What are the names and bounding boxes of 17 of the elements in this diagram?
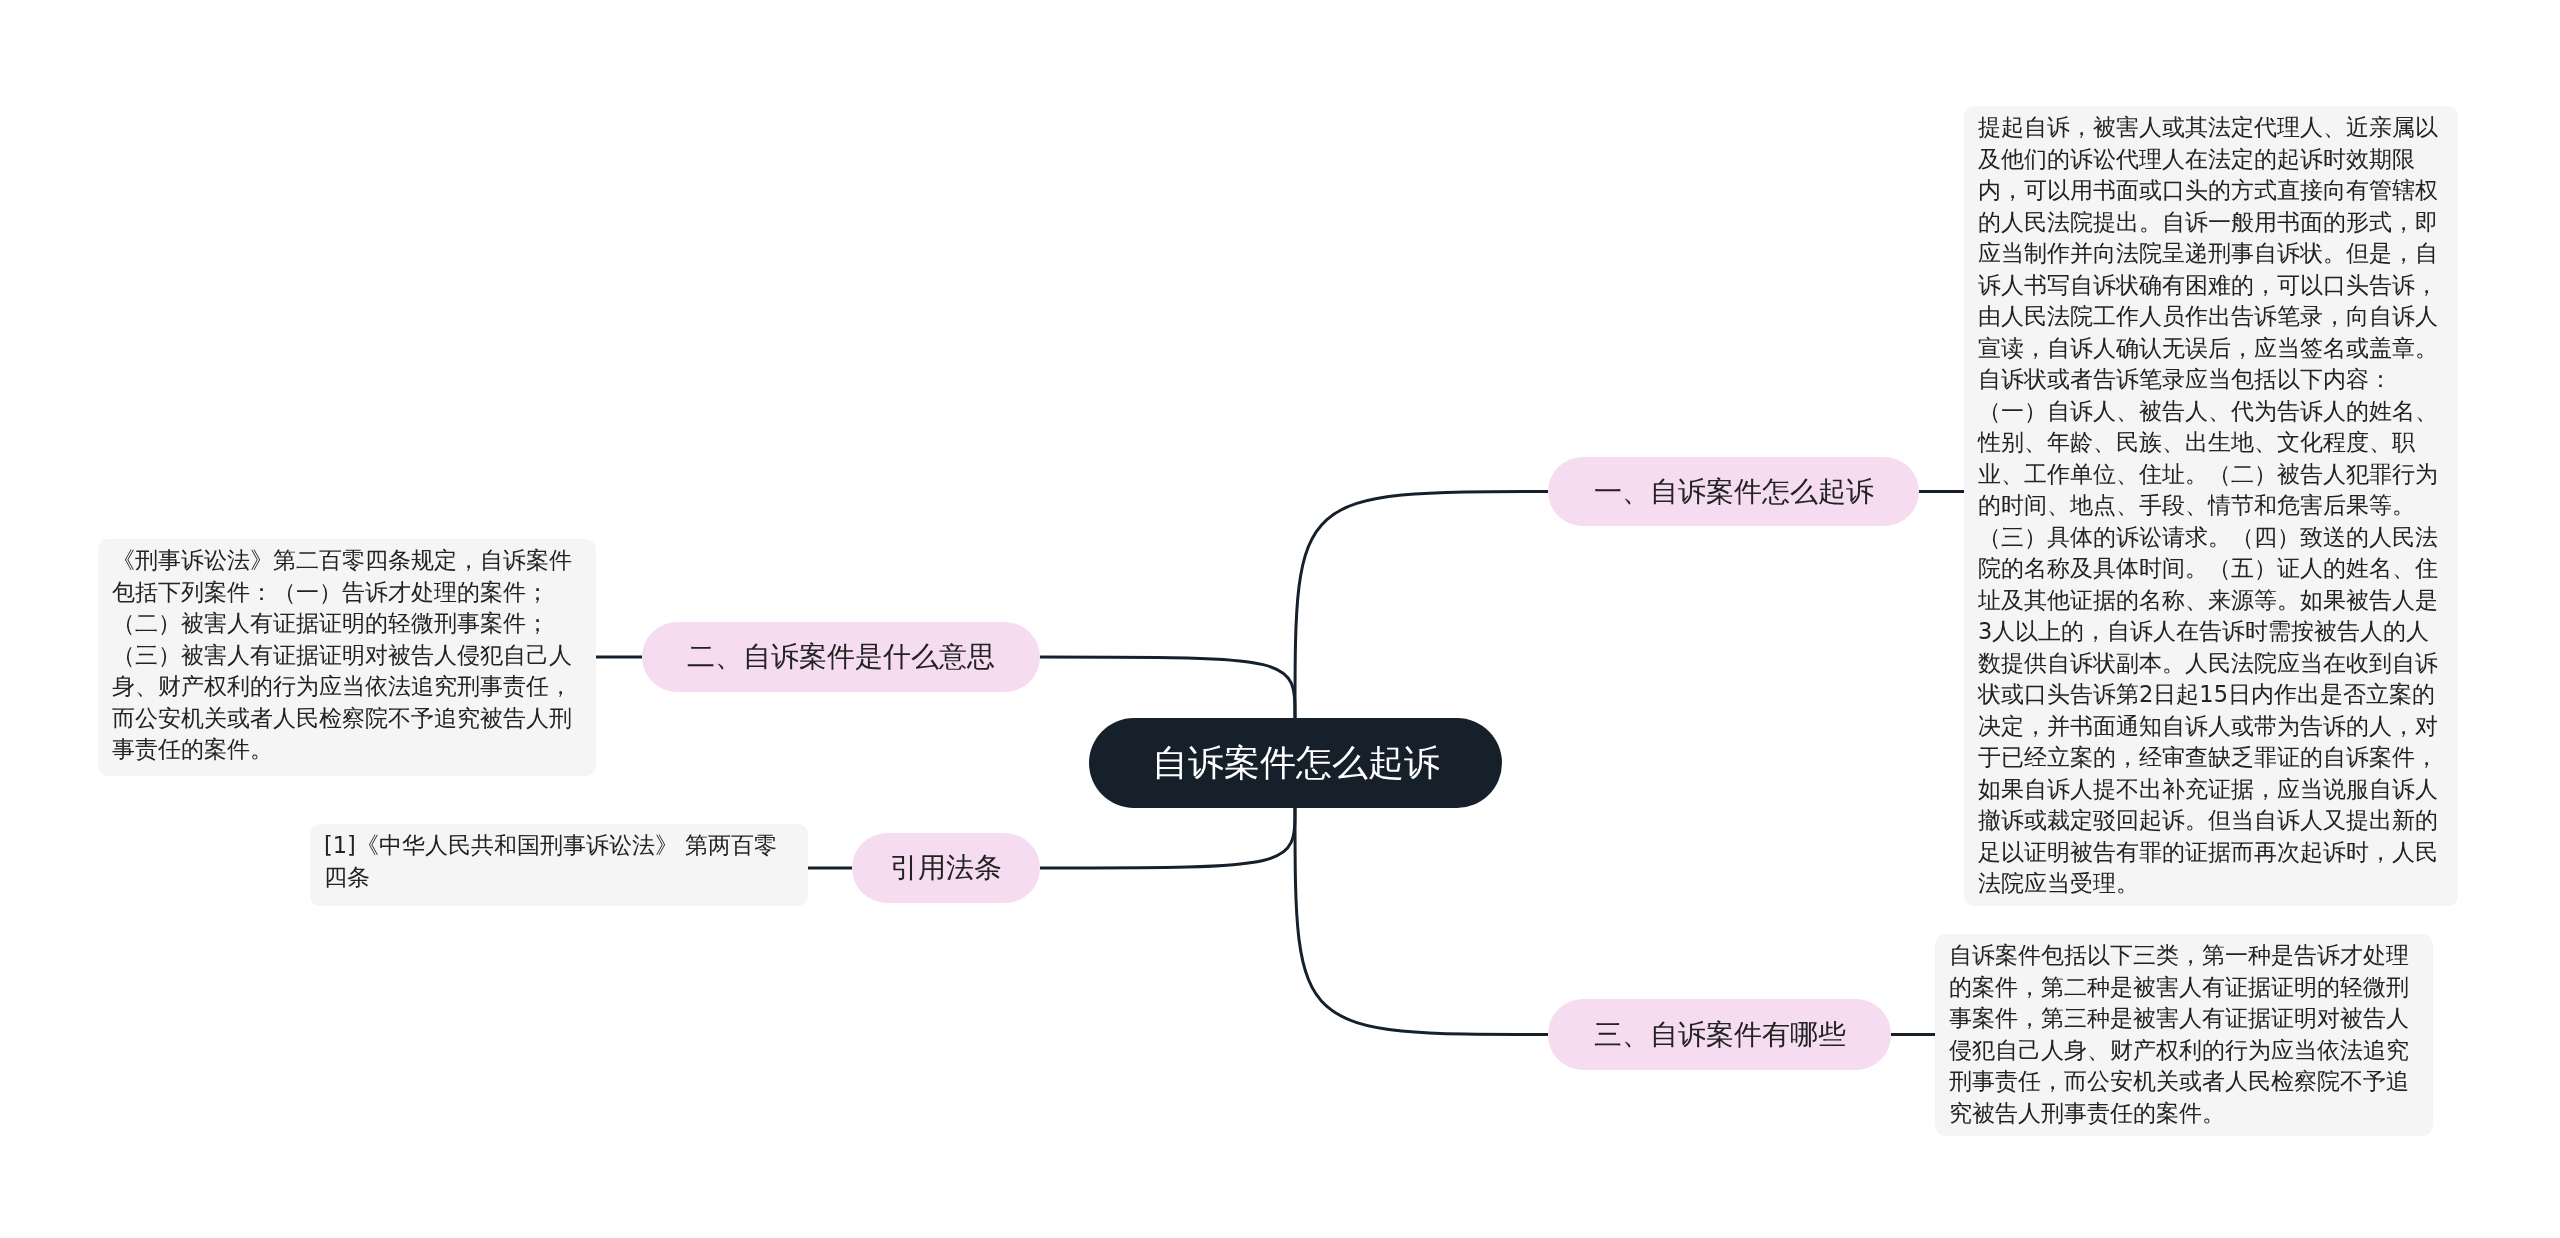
text-card: 自诉案件包括以下三类，第一种是告诉才处理的案件，第二种是被害人有证据证明的轻微刑事案件，第三种是被害人有证据证明对被告人侵犯自己人身、财产权利的行为应当依法追究刑事责任，而公安机关或者人民检察院不予追究被告人刑事责任的案件。: [1935, 934, 2433, 1136]
connector-line: [596, 655, 642, 659]
connector-line: [1040, 655, 1297, 718]
connector-line: [808, 866, 852, 870]
connector-line: [1040, 808, 1297, 870]
connector-line: [1293, 490, 1548, 718]
connector-line: [1919, 490, 1964, 493]
text-card: 提起自诉，被害人或其法定代理人、近亲属以及他们的诉讼代理人在法定的起诉时效期限内，可以用书面或口头的方式直接向有管辖权的人民法院提出。自诉一般用书面的形式，即应当制作并向法院呈递刑事自诉状。但是，自诉人书写自诉状确有困难的，可以口头告诉，由人民法院工作人员作出告诉笔录，向自诉人宣读，自诉人确认无误后，应当签名或盖章。自诉状或者告诉笔录应当包括以下内容：（一）自诉人、被告人、代为告诉人的姓名、性别、年龄、民族、出生地、文化程度、职业、工作单位、住址。（二）被告人犯罪行为的时间、地点、手段、情节和危害后果等。（三）具体的诉讼请求。（四）致送的人民法院的名称及具体时间。（五）证人的姓名、住址及其他证据的名称、来源等。如果被告人是3人以上的，自诉人在告诉时需按被告人的人数提供自诉状副本。人民法院应当在收到自诉状或口头告诉第2日起15日内作出是否立案的决定，并书面通知自诉人或带为告诉的人，对于已经立案的，经审查缺乏罪证的自诉案件，如果自诉人提不出补充证据，应当说服自诉人撤诉或裁定驳回起诉。但当自诉人又提出新的足以证明被告有罪的证据而再次起诉时，人民法院应当受理。: [1964, 106, 2458, 906]
topic-pill: 三、自诉案件有哪些: [1548, 999, 1891, 1070]
connector-line: [1891, 1033, 1935, 1036]
topic-pill: 一、自诉案件怎么起诉: [1548, 457, 1919, 526]
central-topic: 自诉案件怎么起诉: [1089, 718, 1502, 808]
text-card: [1]《中华人民共和国刑事诉讼法》 第两百零四条: [310, 824, 808, 906]
topic-pill: 引用法条: [852, 833, 1040, 903]
text-card: 《刑事诉讼法》第二百零四条规定，自诉案件包括下列案件：（一）告诉才处理的案件；（二）被害人有证据证明的轻微刑事案件；（三）被害人有证据证明对被告人侵犯自己人身、财产权利的行为应当依法追究刑事责任，而公安机关或者人民检察院不予追究被告人刑事责任的案件。: [98, 539, 596, 776]
topic-pill: 二、自诉案件是什么意思: [642, 622, 1040, 692]
connector-line: [1293, 808, 1548, 1036]
